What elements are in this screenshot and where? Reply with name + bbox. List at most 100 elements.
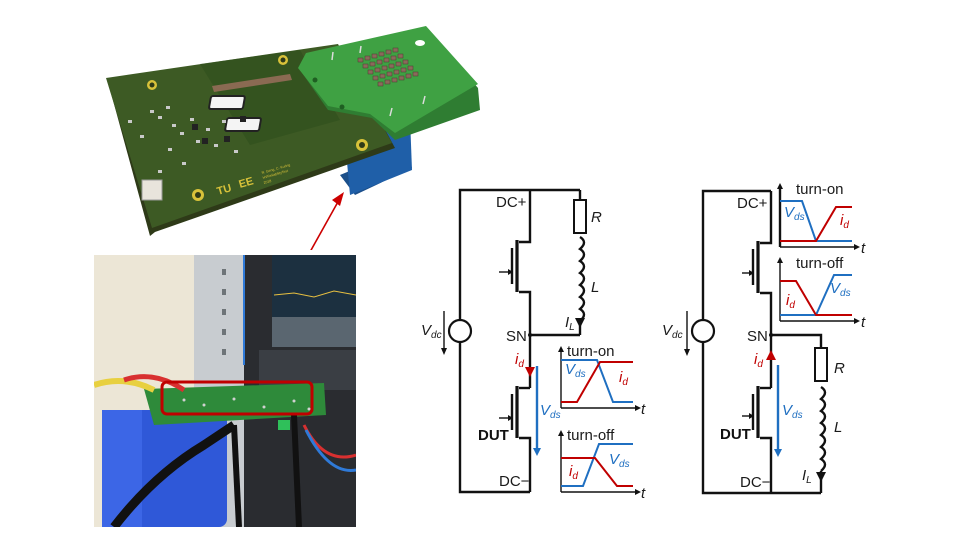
green-terminal	[278, 420, 290, 430]
vds-trace	[561, 359, 633, 403]
pointer-arrow	[310, 199, 340, 250]
node-sn: SN	[506, 328, 527, 345]
t-axis-label: t	[861, 314, 866, 331]
load-current-arrow	[575, 318, 585, 328]
capacitor	[371, 53, 378, 59]
waveform-title: turn-off	[796, 255, 844, 272]
waveform-title: turn-off	[567, 427, 615, 444]
resistor-label: R	[834, 360, 845, 377]
id-label: id	[754, 351, 763, 370]
id-trace	[780, 206, 852, 242]
white-connector	[141, 179, 163, 201]
id-trace	[561, 361, 633, 403]
id-trace-label: id	[569, 463, 578, 482]
smd-components	[128, 106, 238, 173]
waveform-turn-off: t turn-off Vds id	[558, 427, 646, 500]
capacitor	[364, 55, 371, 61]
capacitor	[407, 65, 414, 71]
resistor	[573, 199, 587, 234]
connector-strip	[212, 74, 292, 92]
vds-label: Vds	[782, 402, 803, 421]
voltage-source	[690, 318, 716, 344]
dut-hole	[415, 40, 425, 46]
silkscreen-year: 2018	[263, 179, 272, 185]
silkscreen-logo-ee: EE	[238, 175, 255, 191]
capacitor-array	[357, 47, 419, 87]
capacitor	[383, 57, 390, 63]
id-trace	[780, 280, 852, 316]
vds-trace-label: Vds	[784, 204, 805, 223]
capacitor	[391, 77, 398, 83]
cable-yellow	[94, 378, 156, 393]
capacitor	[400, 67, 407, 73]
inductor	[818, 385, 827, 472]
vds-label: Vds	[540, 402, 561, 421]
oscilloscope-screen	[272, 255, 356, 317]
waveform-title: turn-on	[567, 343, 615, 360]
load-current-arrow	[816, 472, 826, 482]
waveform-turn-off: t turn-off Vds id	[777, 255, 866, 331]
resistor-label: R	[591, 209, 602, 226]
vds-trace-label: Vds	[830, 280, 851, 299]
capacitor	[374, 67, 381, 73]
capacitor	[362, 63, 369, 69]
silkscreen-project: HVReliabilityTest	[262, 169, 288, 180]
pointer-arrowhead	[332, 192, 344, 206]
capacitor	[357, 57, 364, 63]
ic-chip	[208, 95, 246, 110]
capacitor	[397, 53, 404, 59]
vds-trace	[780, 200, 852, 242]
capacitor	[376, 59, 383, 65]
vds-trace-label: Vds	[565, 361, 586, 380]
capacitor	[381, 65, 388, 71]
capacitor	[379, 73, 386, 79]
inductor-label: L	[834, 419, 842, 436]
t-axis-label: t	[861, 240, 866, 257]
cable-red	[123, 374, 186, 393]
voltage-source	[447, 318, 473, 344]
node-sn: SN	[747, 328, 768, 345]
vds-trace	[780, 274, 852, 316]
capacitor	[390, 55, 397, 61]
node-dc-minus: DC−	[740, 474, 771, 491]
waveform-title: turn-on	[796, 181, 844, 198]
capacitor	[386, 71, 393, 77]
node-dc-minus: DC−	[499, 473, 530, 490]
id-arrow	[525, 367, 535, 377]
id-trace-label: id	[840, 212, 849, 231]
highlight-box	[160, 380, 314, 416]
waveform-turn-on: t turn-on Vds id	[777, 181, 866, 257]
capacitor	[372, 75, 379, 81]
capacitor	[392, 47, 399, 53]
silkscreen-logo-tu: TU	[216, 182, 233, 198]
t-axis-label: t	[641, 401, 646, 418]
id-trace	[561, 457, 633, 487]
circuit-right: Vdc DC+ SN DC− R L IL id DUT Vds t turn-…	[662, 181, 866, 495]
inductor-label: L	[591, 279, 599, 296]
capacitor	[393, 69, 400, 75]
vdc-label: Vdc	[421, 322, 442, 341]
id-arrow	[766, 350, 776, 360]
capacitor	[398, 75, 405, 81]
inductor	[577, 235, 586, 322]
dut-label: DUT	[478, 427, 509, 444]
node-dc-plus: DC+	[496, 194, 527, 211]
capacitor	[388, 63, 395, 69]
probe-cable	[110, 421, 237, 527]
pins	[331, 45, 426, 117]
t-axis-label: t	[641, 485, 646, 500]
id-trace-label: id	[619, 369, 628, 388]
capacitor	[395, 61, 402, 67]
load-current-label: IL	[565, 314, 575, 333]
node-dc-plus: DC+	[737, 195, 768, 212]
waveform-turn-on: t turn-on Vds id	[558, 343, 646, 418]
id-label: id	[515, 351, 524, 370]
capacitor	[405, 73, 412, 79]
load-current-label: IL	[802, 467, 812, 486]
vdc-label: Vdc	[662, 322, 683, 341]
capacitor	[377, 81, 384, 87]
capacitor	[385, 49, 392, 55]
capacitor	[412, 71, 419, 77]
capacitor	[369, 61, 376, 67]
capacitor	[384, 79, 391, 85]
